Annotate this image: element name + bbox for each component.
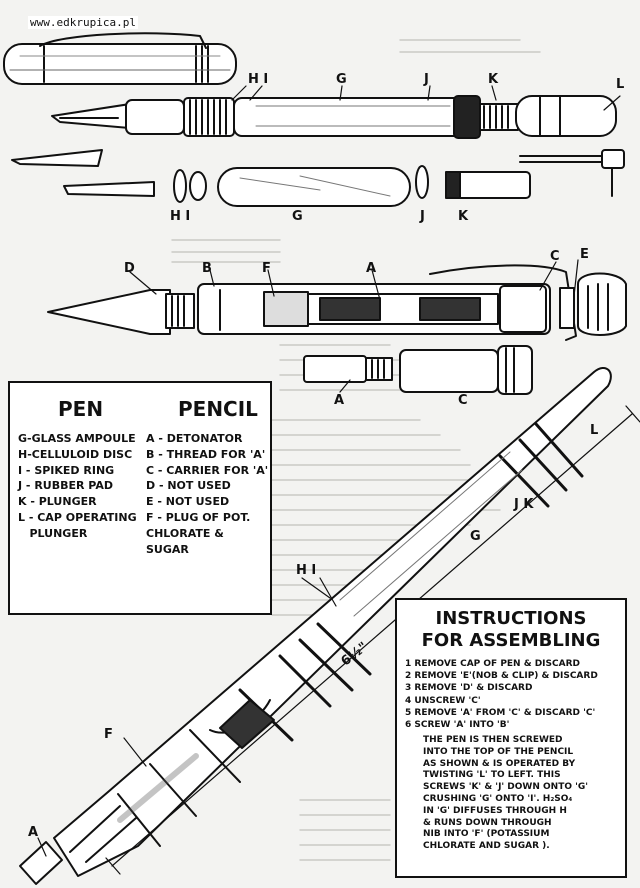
label-assembled-g: G xyxy=(470,529,481,544)
leader-lines xyxy=(37,85,621,857)
label-pencil-a: A xyxy=(366,261,377,276)
note-line: IN 'G' DIFFUSES THROUGH H xyxy=(423,805,567,816)
list-item: G-GLASS AMPOULE xyxy=(18,432,136,445)
note-line: INTO THE TOP OF THE PENCIL xyxy=(423,746,574,757)
note-line: AS SHOWN & IS OPERATED BY xyxy=(423,758,576,769)
label-mid-k: K xyxy=(458,209,469,224)
list-item: D - NOT USED xyxy=(146,479,231,493)
instructions-box: INSTRUCTIONS FOR ASSEMBLING 1 REMOVE CAP… xyxy=(395,598,627,878)
note-line: CRUSHING 'G' ONTO 'I'. H₂SO₄ xyxy=(423,793,573,804)
list-item: I - SPIKED RING xyxy=(18,463,115,477)
label-top-hi: H I xyxy=(248,72,269,87)
list-item: PLUNGER xyxy=(18,526,88,540)
label-pencil-d: D xyxy=(124,261,135,276)
note-line: & RUNS DOWN THROUGH xyxy=(423,817,552,828)
label-part-c: C xyxy=(458,393,468,408)
list-item: C - CARRIER FOR 'A' xyxy=(146,463,269,477)
label-assembled-hi: H I xyxy=(296,563,317,578)
pencil-heading: PENCIL xyxy=(178,397,258,421)
pencil-assembly xyxy=(47,264,627,341)
note-line: SCREWS 'K' & 'J' DOWN ONTO 'G' xyxy=(423,782,589,793)
label-pencil-f: F xyxy=(262,261,271,276)
instructions-note: THE PEN IS THEN SCREWED INTO THE TOP OF … xyxy=(423,735,588,853)
pencil-parts-a-c xyxy=(303,345,533,395)
list-item: B - THREAD FOR 'A' xyxy=(146,447,266,461)
note-line: TWISTING 'L' TO LEFT. THIS xyxy=(423,770,561,781)
list-item: 6 SCREW 'A' INTO 'B' xyxy=(405,720,510,731)
label-assembled-jk: J K xyxy=(514,497,534,512)
label-part-a: A xyxy=(334,393,345,408)
list-item: 1 REMOVE CAP OF PEN & DISCARD xyxy=(405,659,580,669)
label-pencil-b: B xyxy=(202,261,212,276)
background-text-texture xyxy=(171,39,541,861)
label-mid-j: J xyxy=(420,209,425,224)
note-line: CHLORATE AND SUGAR ). xyxy=(423,841,550,852)
list-item: L - CAP OPERATING xyxy=(18,510,137,524)
list-item: A - DETONATOR xyxy=(146,432,243,445)
pen-parts-list: G-GLASS AMPOULE H-CELLULOID DISC I - SPI… xyxy=(18,431,137,542)
label-pencil-e: E xyxy=(580,247,589,262)
list-item: 4 UNSCREW 'C' xyxy=(405,695,481,706)
list-item: CHLORATE & SUGAR xyxy=(146,526,224,556)
label-assembled-f: F xyxy=(104,727,113,742)
list-item: E - NOT USED xyxy=(146,495,230,509)
list-item: K - PLUNGER xyxy=(18,495,97,509)
note-line: THE PEN IS THEN SCREWED xyxy=(423,735,563,745)
label-top-k: K xyxy=(488,72,499,87)
label-top-j: J xyxy=(424,72,429,87)
label-assembled-a: A xyxy=(28,825,39,840)
list-item: H-CELLULOID DISC xyxy=(18,447,133,461)
parts-key-box: PEN PENCIL G-GLASS AMPOULE H-CELLULOID D… xyxy=(8,381,272,615)
pen-cap xyxy=(3,32,237,85)
watermark-url: www.edkrupica.pl xyxy=(28,16,138,29)
list-item: F - PLUG OF POT. xyxy=(146,510,251,524)
pen-heading: PEN xyxy=(58,397,104,421)
label-mid-hi: H I xyxy=(170,209,191,224)
list-item: 3 REMOVE 'D' & DISCARD xyxy=(405,683,533,694)
list-item: J - RUBBER PAD xyxy=(18,479,113,493)
assembled-device-diagonal xyxy=(19,367,640,885)
list-item: 2 REMOVE 'E'(NOB & CLIP) & DISCARD xyxy=(405,671,598,682)
instructions-title-line1: INSTRUCTIONS xyxy=(435,608,587,629)
label-assembled-l: L xyxy=(590,423,599,438)
instructions-title-line2: FOR ASSEMBLING xyxy=(421,630,601,651)
list-item: 5 REMOVE 'A' FROM 'C' & DISCARD 'C' xyxy=(405,707,596,718)
label-top-l: L xyxy=(616,77,625,92)
pen-assembled-top xyxy=(51,95,617,139)
pencil-parts-list: A - DETONATOR B - THREAD FOR 'A' C - CAR… xyxy=(146,431,270,557)
label-pencil-c: C xyxy=(550,249,560,264)
note-line: NIB INTO 'F' (POTASSIUM xyxy=(423,829,550,840)
instructions-steps: 1 REMOVE CAP OF PEN & DISCARD 2 REMOVE '… xyxy=(405,658,598,731)
label-top-g: G xyxy=(336,72,347,87)
label-mid-g: G xyxy=(292,209,303,224)
pen-exploded-parts xyxy=(11,149,625,207)
